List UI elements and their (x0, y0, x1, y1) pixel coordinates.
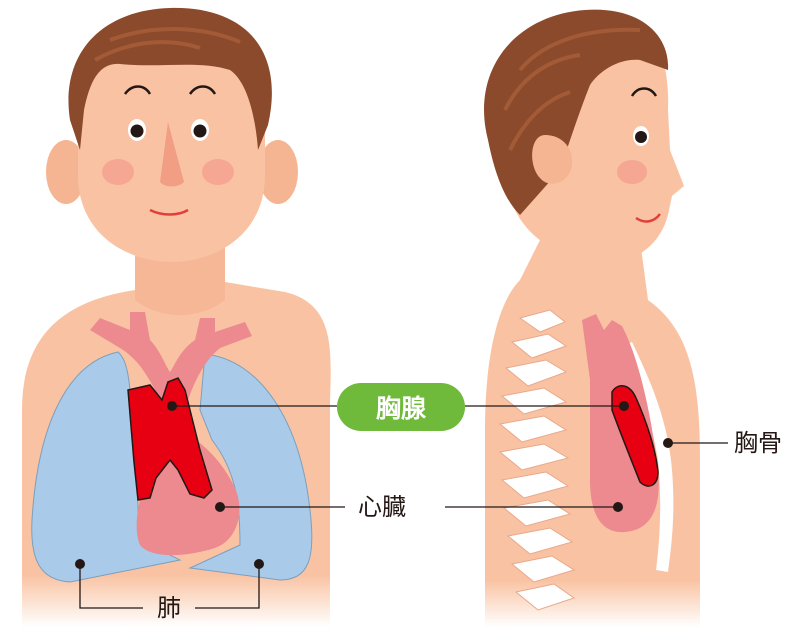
front-left-cheek (102, 159, 134, 185)
sternum-label: 胸骨 (734, 431, 782, 455)
heart-label: 心臓 (358, 495, 406, 519)
side-figure (445, 10, 728, 627)
front-right-cheek (202, 159, 234, 185)
thymus-label-pill: 胸腺 (337, 383, 465, 431)
front-figure (22, 8, 345, 627)
side-cheek (617, 160, 647, 184)
lungs-label: 肺 (157, 596, 181, 620)
thymus-label: 胸腺 (337, 383, 465, 431)
